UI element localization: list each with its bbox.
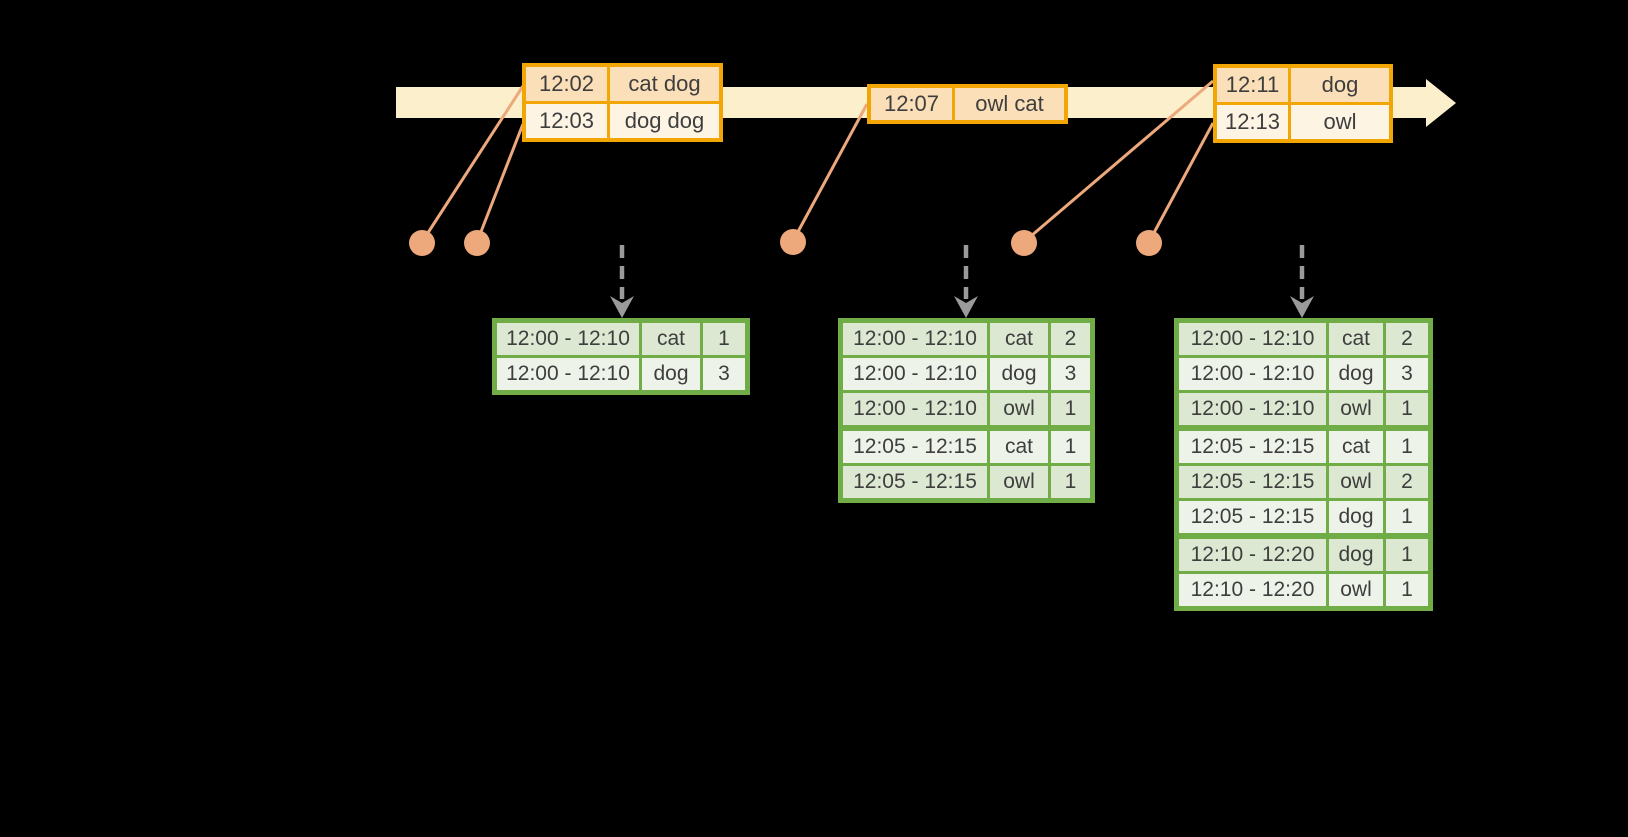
result-table-3: 12:00 - 12:10 cat 2 12:00 - 12:10 dog 3 … — [1174, 318, 1433, 611]
result-table-2: 12:00 - 12:10 cat 2 12:00 - 12:10 dog 3 … — [838, 318, 1095, 503]
event-words-cell: cat dog — [628, 71, 701, 96]
input-table-1: 12:02 cat dog 12:03 dog dog — [522, 63, 723, 142]
result-row: 12:00 - 12:10 dog 3 — [497, 355, 745, 390]
result-row: 12:00 - 12:10 cat 2 — [1179, 323, 1428, 355]
result-row: 12:10 - 12:20 owl 1 — [1179, 571, 1428, 606]
window-cell: 12:05 - 12:15 — [1179, 466, 1329, 498]
event-connector-line — [1147, 122, 1215, 243]
window-cell: 12:00 - 12:10 — [497, 323, 642, 355]
count-cell: 1 — [1401, 578, 1413, 601]
count-cell: 2 — [1064, 327, 1077, 350]
event-row: 12:11 dog — [1217, 68, 1389, 102]
event-words-cell: dog dog — [624, 108, 705, 133]
event-time-cell: 12:13 — [1217, 105, 1291, 139]
result-row: 12:00 - 12:10 owl 1 — [1179, 390, 1428, 425]
word-cell: cat — [642, 323, 703, 355]
window-cell: 12:00 - 12:10 — [1179, 393, 1329, 425]
event-row: 12:13 owl — [1217, 102, 1389, 139]
result-row: 12:00 - 12:10 cat 2 — [843, 323, 1090, 355]
window-cell: 12:10 - 12:20 — [1179, 574, 1329, 606]
window-cell: 12:00 - 12:10 — [497, 358, 642, 390]
count-cell: 1 — [718, 327, 730, 350]
trigger-arrow-head — [1290, 296, 1314, 318]
event-time-cell: 12:03 — [526, 104, 610, 138]
input-table-2: 12:07 owl cat — [867, 84, 1068, 124]
input-table-3: 12:11 dog 12:13 owl — [1213, 64, 1393, 143]
count-cell: 1 — [1064, 397, 1077, 420]
event-dot — [1136, 230, 1162, 256]
event-connector-line — [420, 85, 525, 243]
count-cell: 3 — [1064, 362, 1077, 385]
event-words-cell: owl — [1323, 109, 1357, 134]
trigger-arrow-head — [954, 296, 978, 318]
event-words-cell: dog — [1321, 72, 1359, 97]
event-connector-line — [475, 123, 525, 243]
count-cell: 3 — [1401, 362, 1413, 385]
event-dot — [464, 230, 490, 256]
window-cell: 12:05 - 12:15 — [1179, 431, 1329, 463]
result-row: 12:00 - 12:10 dog 3 — [1179, 355, 1428, 390]
result-row: 12:00 - 12:10 cat 1 — [497, 323, 745, 355]
word-cell: dog — [990, 358, 1051, 390]
count-cell: 3 — [718, 362, 730, 385]
count-cell: 1 — [1401, 397, 1413, 420]
word-cell: cat — [990, 323, 1051, 355]
window-cell: 12:00 - 12:10 — [843, 358, 990, 390]
result-row: 12:10 - 12:20 dog 1 — [1179, 533, 1428, 571]
event-dot — [409, 230, 435, 256]
event-words-cell: owl cat — [975, 91, 1044, 116]
result-row: 12:05 - 12:15 owl 2 — [1179, 463, 1428, 498]
word-cell: cat — [990, 431, 1051, 463]
word-cell: owl — [990, 393, 1051, 425]
word-cell: owl — [1329, 466, 1386, 498]
count-cell: 1 — [1401, 543, 1413, 566]
word-cell: dog — [642, 358, 703, 390]
event-row: 12:07 owl cat — [871, 88, 1064, 120]
window-cell: 12:00 - 12:10 — [843, 323, 990, 355]
window-cell: 12:05 - 12:15 — [843, 466, 990, 498]
word-cell: cat — [1329, 323, 1386, 355]
event-time-cell: 12:11 — [1217, 68, 1291, 102]
event-time-cell: 12:07 — [871, 88, 955, 120]
result-row: 12:00 - 12:10 dog 3 — [843, 355, 1090, 390]
word-cell: owl — [1329, 574, 1386, 606]
event-connector-line — [791, 103, 869, 242]
event-dot — [780, 229, 806, 255]
result-row: 12:05 - 12:15 cat 1 — [843, 425, 1090, 463]
word-cell: owl — [1329, 393, 1386, 425]
window-cell: 12:00 - 12:10 — [1179, 323, 1329, 355]
word-cell: owl — [990, 466, 1051, 498]
word-cell: dog — [1329, 501, 1386, 533]
event-row: 12:02 cat dog — [526, 67, 719, 101]
window-cell: 12:00 - 12:10 — [1179, 358, 1329, 390]
result-row: 12:00 - 12:10 owl 1 — [843, 390, 1090, 425]
count-cell: 2 — [1401, 470, 1413, 493]
window-cell: 12:00 - 12:10 — [843, 393, 990, 425]
result-table-1: 12:00 - 12:10 cat 1 12:00 - 12:10 dog 3 — [492, 318, 750, 395]
count-cell: 1 — [1064, 435, 1077, 458]
word-cell: dog — [1329, 539, 1386, 571]
trigger-arrow-head — [610, 296, 634, 318]
count-cell: 1 — [1401, 505, 1413, 528]
count-cell: 1 — [1064, 470, 1077, 493]
event-time-cell: 12:02 — [526, 67, 610, 101]
result-row: 12:05 - 12:15 owl 1 — [843, 463, 1090, 498]
word-cell: cat — [1329, 431, 1386, 463]
event-row: 12:03 dog dog — [526, 101, 719, 138]
window-cell: 12:10 - 12:20 — [1179, 539, 1329, 571]
count-cell: 1 — [1401, 435, 1413, 458]
event-dot — [1011, 230, 1037, 256]
word-cell: dog — [1329, 358, 1386, 390]
timeline-arrow-head — [1426, 79, 1456, 127]
window-cell: 12:05 - 12:15 — [843, 431, 990, 463]
result-row: 12:05 - 12:15 dog 1 — [1179, 498, 1428, 533]
count-cell: 2 — [1401, 327, 1413, 350]
result-row: 12:05 - 12:15 cat 1 — [1179, 425, 1428, 463]
window-cell: 12:05 - 12:15 — [1179, 501, 1329, 533]
event-connector-line — [1023, 79, 1214, 244]
